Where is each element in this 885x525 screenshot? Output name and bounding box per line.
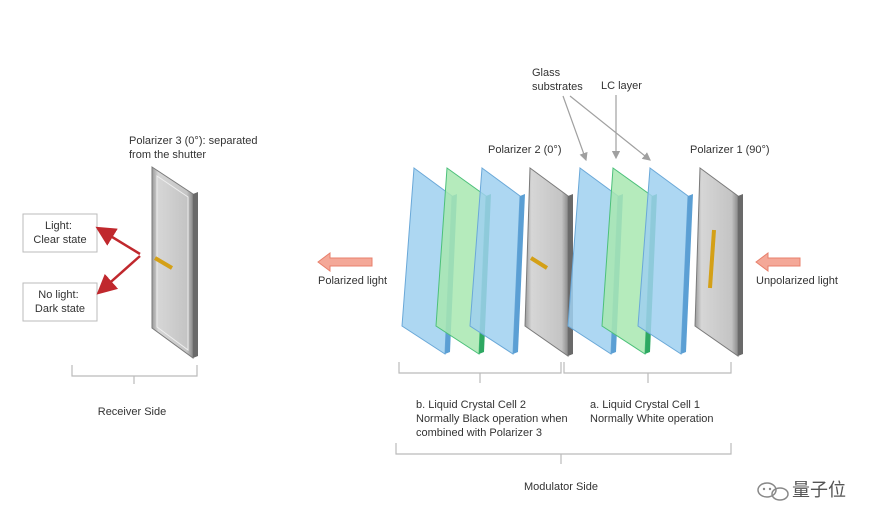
unpolarized-light-arrow bbox=[755, 252, 801, 272]
polarizer-3 bbox=[151, 166, 198, 359]
liquid-crystal-cell-2 bbox=[401, 167, 525, 355]
polarizer-3-label: Polarizer 3 (0°): separated from the shu… bbox=[129, 135, 261, 161]
receiver-side-bracket bbox=[71, 365, 198, 384]
cell-2-label: b. Liquid Crystal Cell 2 Normally Black … bbox=[416, 399, 571, 439]
cell-2-bracket bbox=[398, 362, 562, 383]
polarizer-2-axis bbox=[529, 256, 549, 270]
modulator-side-bracket bbox=[395, 443, 732, 464]
svg-text:No light: Dark state: No light: Dark state bbox=[35, 289, 85, 315]
svg-text:Light: Clear state: Light: Clear state bbox=[33, 220, 86, 246]
polarizer-2-label: Polarizer 2 (0°) bbox=[488, 144, 561, 156]
watermark-logo: 量子位 bbox=[757, 480, 846, 501]
output-state-arrows bbox=[95, 226, 141, 295]
receiver-side-label: Receiver Side bbox=[98, 406, 166, 418]
polarized-light-label: Polarized light bbox=[318, 275, 387, 287]
polarizer-1-axis bbox=[708, 229, 716, 289]
polarizer-2 bbox=[524, 167, 573, 357]
polarizer-1 bbox=[694, 167, 743, 357]
polarizer-3-axis bbox=[153, 256, 174, 270]
cell-1-label: a. Liquid Crystal Cell 1 Normally White … bbox=[590, 399, 714, 425]
light-clear-state-box: Light: Clear state bbox=[22, 213, 98, 253]
label-pointer-lines bbox=[562, 95, 651, 162]
polarizer-1-label: Polarizer 1 (90°) bbox=[690, 144, 770, 156]
polarized-light-arrow bbox=[317, 252, 373, 272]
no-light-dark-state-box: No light: Dark state bbox=[22, 282, 98, 322]
cell-1-bracket bbox=[563, 362, 732, 383]
watermark-text: 量子位 bbox=[792, 480, 846, 501]
liquid-crystal-cell-1 bbox=[567, 167, 693, 355]
lc-layer-label: LC layer bbox=[601, 80, 642, 92]
modulator-side-label: Modulator Side bbox=[524, 481, 598, 493]
unpolarized-light-label: Unpolarized light bbox=[756, 275, 838, 287]
glass-substrates-label: Glass substrates bbox=[532, 67, 583, 93]
